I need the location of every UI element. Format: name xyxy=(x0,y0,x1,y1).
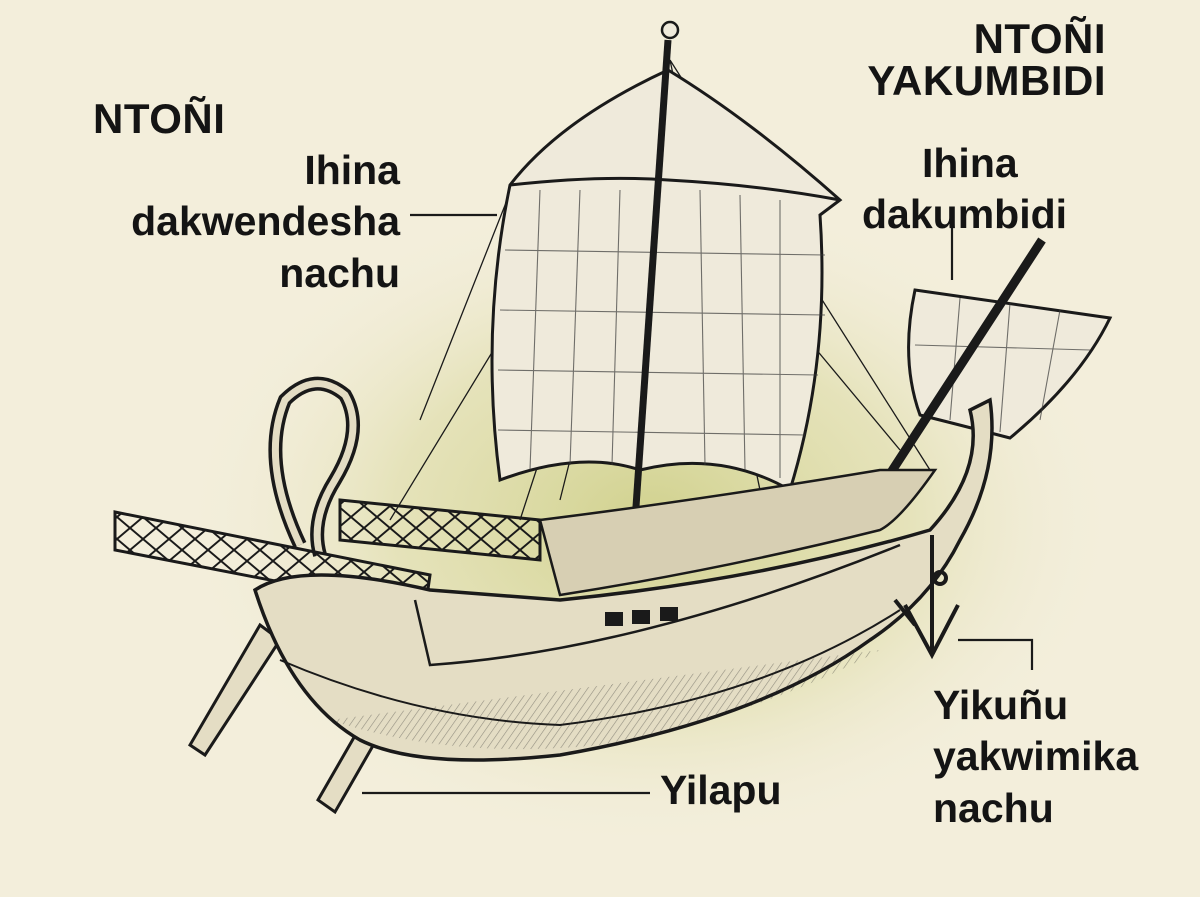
foresail-label: Ihina dakumbidi xyxy=(862,138,1067,241)
foresail-label-line2: dakumbidi xyxy=(862,189,1067,240)
main-sail xyxy=(492,70,840,490)
bow-heading: NTOÑI YAKUMBIDI xyxy=(867,18,1106,102)
rudder-label: Yilapu xyxy=(660,770,782,811)
stern-heading: NTOÑI xyxy=(93,98,225,140)
rudder-label-text: Yilapu xyxy=(660,770,782,811)
mainsail-label-line2: dakwendesha xyxy=(131,196,400,247)
bow-heading-line2: YAKUMBIDI xyxy=(867,60,1106,102)
mainsail-label-line1: Ihina xyxy=(131,145,400,196)
stern-heading-text: NTOÑI xyxy=(93,98,225,140)
mainsail-label: Ihina dakwendesha nachu xyxy=(131,145,400,299)
bow-heading-line1: NTOÑI xyxy=(867,18,1106,60)
anchor-label-line1: Yikuñu xyxy=(933,680,1138,731)
mainsail-label-line3: nachu xyxy=(131,248,400,299)
mast-top xyxy=(662,22,678,38)
foresail-label-line1: Ihina xyxy=(862,138,1067,189)
anchor-label-line2: yakwimika xyxy=(933,731,1138,782)
anchor-label-line3: nachu xyxy=(933,783,1138,834)
anchor-label: Yikuñu yakwimika nachu xyxy=(933,680,1138,834)
